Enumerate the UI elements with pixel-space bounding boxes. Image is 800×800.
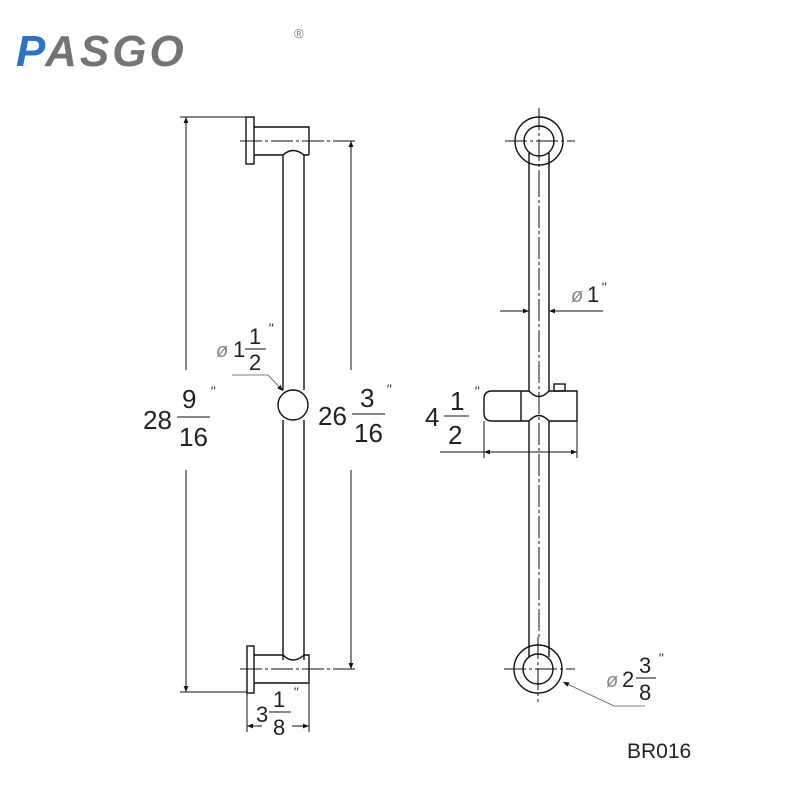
bar-diameter-label: ø 1 " bbox=[571, 279, 607, 307]
svg-text:4: 4 bbox=[425, 402, 439, 432]
top-arm bbox=[254, 126, 310, 156]
logo-p: P bbox=[16, 27, 46, 76]
svg-text:": " bbox=[386, 381, 392, 397]
svg-text:": " bbox=[601, 279, 607, 295]
slider bbox=[483, 390, 578, 422]
svg-text:16: 16 bbox=[179, 422, 208, 452]
svg-text:2: 2 bbox=[448, 420, 462, 450]
svg-text:3: 3 bbox=[256, 702, 268, 727]
flange-diameter-label: ø 2 3 8 " bbox=[606, 650, 664, 705]
front-view bbox=[440, 108, 645, 707]
mount-spacing-label: 26 3 16 " bbox=[318, 381, 392, 448]
svg-text:8: 8 bbox=[639, 680, 651, 705]
svg-text:28: 28 bbox=[143, 405, 172, 435]
slider-button bbox=[553, 383, 566, 392]
knob-diameter-label: ø 1 1 2 " bbox=[216, 320, 274, 375]
svg-text:1: 1 bbox=[249, 324, 261, 349]
svg-text:ø: ø bbox=[216, 340, 228, 362]
overall-height-label: 28 9 16 " bbox=[143, 383, 216, 452]
svg-text:2: 2 bbox=[622, 667, 634, 692]
svg-text:ø: ø bbox=[571, 285, 583, 307]
svg-text:3: 3 bbox=[639, 653, 651, 678]
bottom-arm bbox=[254, 654, 310, 684]
side-view bbox=[180, 116, 356, 732]
bar-lower bbox=[528, 421, 550, 657]
svg-text:ø: ø bbox=[606, 670, 618, 692]
slider-depth-label: 4 1 2 " bbox=[425, 383, 480, 450]
svg-text:26: 26 bbox=[318, 401, 347, 431]
svg-text:16: 16 bbox=[354, 418, 383, 448]
knob bbox=[277, 389, 309, 421]
bar-upper bbox=[528, 153, 550, 391]
svg-text:3: 3 bbox=[360, 383, 374, 413]
pasgo-logo: PASGO ® bbox=[16, 26, 304, 76]
bar-side bbox=[282, 155, 305, 660]
svg-text:": " bbox=[474, 383, 480, 399]
svg-text:1: 1 bbox=[273, 687, 285, 712]
projection-label: 3 1 8 " bbox=[256, 684, 299, 740]
svg-text:8: 8 bbox=[273, 715, 285, 740]
svg-text:": " bbox=[658, 650, 664, 666]
model-code: BR016 bbox=[627, 740, 691, 763]
svg-text:PASGO: PASGO bbox=[16, 27, 187, 76]
svg-text:2: 2 bbox=[249, 350, 261, 375]
svg-text:1: 1 bbox=[233, 337, 245, 362]
svg-text:": " bbox=[293, 684, 299, 700]
svg-text:": " bbox=[210, 383, 216, 399]
logo-rest: ASGO bbox=[44, 27, 187, 76]
svg-text:": " bbox=[268, 320, 274, 336]
svg-text:9: 9 bbox=[182, 384, 196, 414]
svg-text:1: 1 bbox=[587, 282, 599, 307]
svg-text:1: 1 bbox=[450, 386, 464, 416]
registered-mark: ® bbox=[294, 26, 304, 41]
